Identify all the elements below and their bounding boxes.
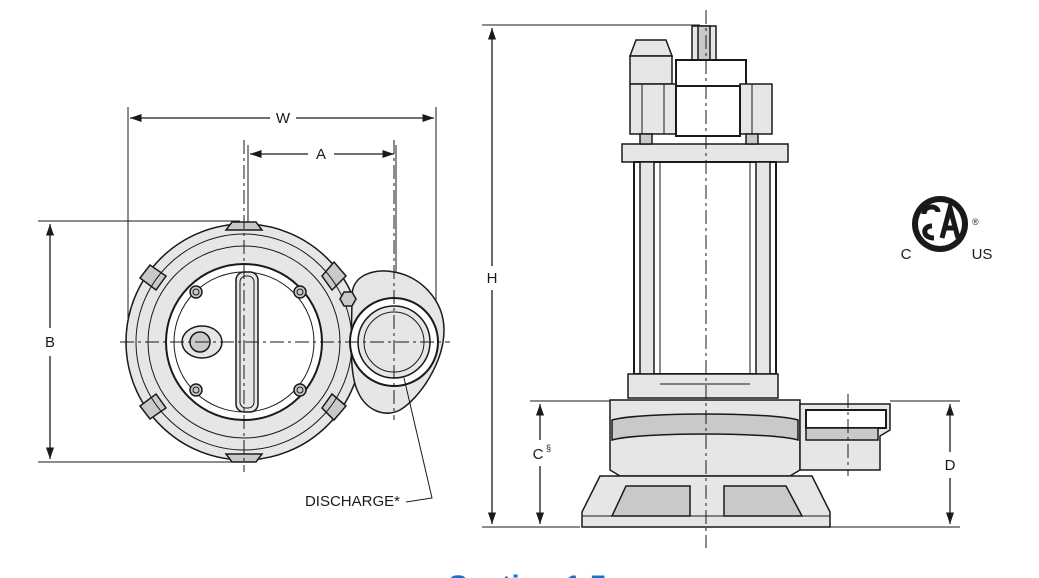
width-label: W [276,110,291,127]
section-title: Section 1.5 [448,570,606,578]
csa-left-label: C [901,246,912,263]
d-label: D [945,457,956,474]
cover-bolts [189,285,307,397]
b-label: B [45,334,55,351]
csa-certification-logo: C US ® [901,196,993,263]
a-label: A [316,146,326,163]
c-label: C [533,446,544,463]
top-view: W A B [38,107,450,510]
csa-right-label: US [972,246,993,263]
c-section-mark: § [546,443,551,453]
side-view: H C § D [482,10,960,548]
height-label: H [487,270,498,287]
csa-registered-mark: ® [972,217,979,227]
discharge-label: DISCHARGE* [305,493,400,510]
discharge-leader-line [403,377,433,503]
